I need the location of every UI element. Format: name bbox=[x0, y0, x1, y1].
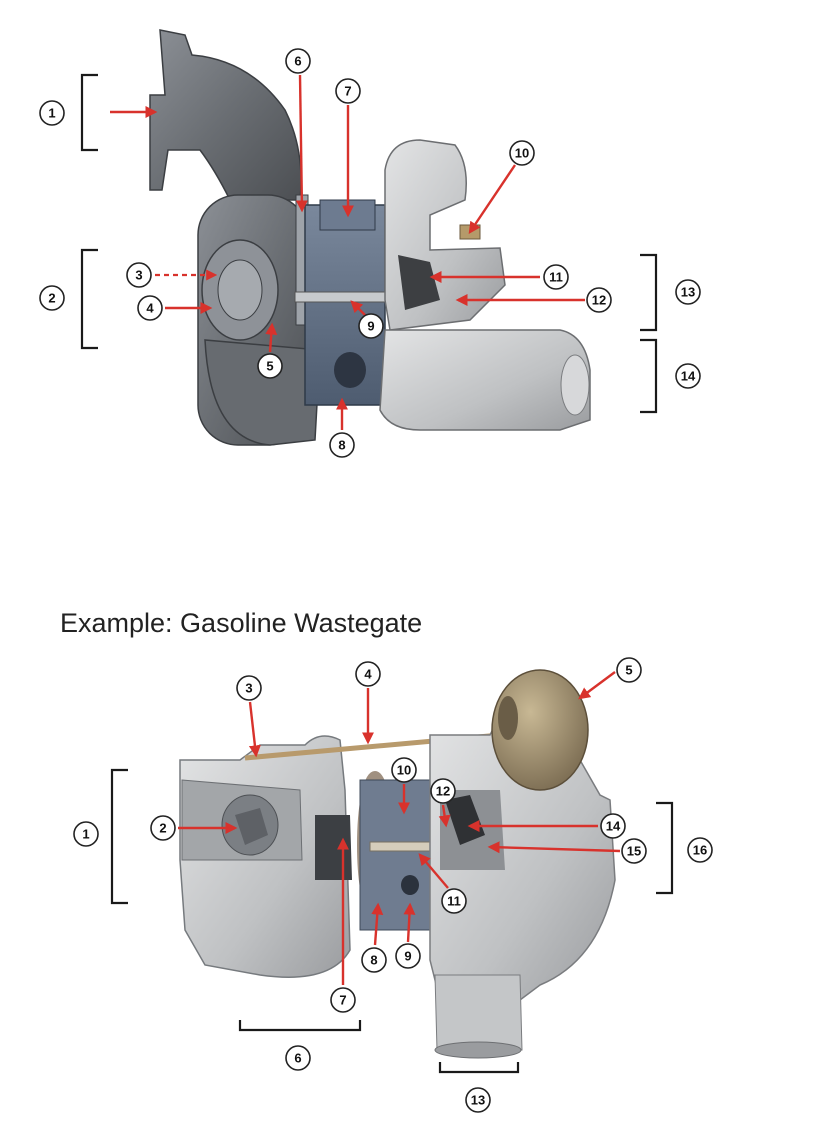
callout-top-7: 7 bbox=[335, 78, 361, 104]
svg-text:4: 4 bbox=[364, 667, 372, 682]
svg-text:12: 12 bbox=[436, 784, 450, 799]
callout-bottom-2: 2 bbox=[150, 815, 176, 841]
callout-bottom-12: 12 bbox=[430, 778, 456, 804]
svg-text:11: 11 bbox=[447, 894, 461, 909]
callout-top-5: 5 bbox=[257, 353, 283, 379]
svg-text:9: 9 bbox=[367, 319, 374, 334]
callout-bottom-7: 7 bbox=[330, 987, 356, 1013]
svg-text:5: 5 bbox=[625, 663, 632, 678]
callout-bottom-15: 15 bbox=[621, 838, 647, 864]
arrow-5-bottom bbox=[578, 671, 616, 700]
bottom-arrows bbox=[178, 671, 621, 985]
bracket-14-top bbox=[640, 338, 658, 414]
top-callouts: 1 2 3 4 5 6 7 8 9 10 11 12 13 14 bbox=[39, 48, 701, 458]
bracket-13-bottom bbox=[438, 1062, 520, 1074]
svg-text:13: 13 bbox=[471, 1093, 485, 1108]
svg-text:2: 2 bbox=[159, 821, 166, 836]
svg-text:2: 2 bbox=[48, 291, 55, 306]
arrow-11-bottom bbox=[418, 853, 449, 889]
arrow-10 bbox=[468, 164, 516, 234]
bracket-6-bottom bbox=[238, 1020, 362, 1032]
svg-text:6: 6 bbox=[294, 1051, 301, 1066]
svg-text:8: 8 bbox=[370, 953, 377, 968]
svg-text:7: 7 bbox=[344, 84, 351, 99]
svg-text:5: 5 bbox=[266, 359, 273, 374]
svg-text:10: 10 bbox=[515, 146, 529, 161]
callout-bottom-6: 6 bbox=[285, 1045, 311, 1071]
callout-top-10: 10 bbox=[509, 140, 535, 166]
bottom-diagram-title: Example: Gasoline Wastegate bbox=[60, 608, 422, 638]
svg-text:11: 11 bbox=[549, 270, 563, 285]
svg-text:1: 1 bbox=[82, 827, 89, 842]
bracket-13-top bbox=[640, 253, 658, 332]
bracket-2-top bbox=[80, 248, 98, 350]
arrow-6 bbox=[295, 74, 308, 213]
svg-text:7: 7 bbox=[339, 993, 346, 1008]
bracket-1-bottom bbox=[110, 768, 128, 905]
callout-top-9: 9 bbox=[358, 313, 384, 339]
arrow-3-bottom bbox=[248, 701, 261, 758]
callout-top-8: 8 bbox=[329, 432, 355, 458]
callout-top-3: 3 bbox=[126, 262, 152, 288]
svg-text:9: 9 bbox=[404, 949, 411, 964]
callout-top-14: 14 bbox=[675, 363, 701, 389]
svg-text:3: 3 bbox=[245, 681, 252, 696]
callout-top-13: 13 bbox=[675, 279, 701, 305]
callout-bottom-11: 11 bbox=[441, 888, 467, 914]
callout-bottom-1: 1 bbox=[73, 821, 99, 847]
arrow-9-bottom bbox=[403, 902, 416, 943]
callout-top-2: 2 bbox=[39, 285, 65, 311]
callout-top-12: 12 bbox=[586, 287, 612, 313]
svg-text:4: 4 bbox=[146, 301, 154, 316]
svg-text:3: 3 bbox=[135, 268, 142, 283]
svg-text:12: 12 bbox=[592, 293, 606, 308]
bottom-callouts: 1 2 3 4 5 6 7 8 9 10 11 12 13 14 15 16 bbox=[73, 657, 713, 1113]
arrow-5 bbox=[265, 322, 278, 353]
bracket-1-top bbox=[80, 73, 98, 152]
svg-text:14: 14 bbox=[606, 819, 621, 834]
bottom-brackets bbox=[110, 768, 674, 1074]
arrow-8-bottom bbox=[371, 902, 384, 946]
callout-top-11: 11 bbox=[543, 264, 569, 290]
svg-text:16: 16 bbox=[693, 843, 707, 858]
svg-text:14: 14 bbox=[681, 369, 696, 384]
top-arrows bbox=[110, 74, 585, 430]
callout-bottom-14: 14 bbox=[600, 813, 626, 839]
top-brackets bbox=[80, 73, 658, 414]
svg-text:10: 10 bbox=[397, 763, 411, 778]
callout-bottom-13: 13 bbox=[465, 1087, 491, 1113]
svg-text:13: 13 bbox=[681, 285, 695, 300]
callout-bottom-3: 3 bbox=[236, 675, 262, 701]
svg-text:6: 6 bbox=[294, 54, 301, 69]
callout-bottom-16: 16 bbox=[687, 837, 713, 863]
svg-text:15: 15 bbox=[627, 844, 641, 859]
callout-bottom-5: 5 bbox=[616, 657, 642, 683]
callout-top-1: 1 bbox=[39, 100, 65, 126]
callout-bottom-9: 9 bbox=[395, 943, 421, 969]
top-turbo-illustration bbox=[149, 29, 591, 446]
bracket-16-bottom bbox=[656, 801, 674, 895]
callout-top-4: 4 bbox=[137, 295, 163, 321]
arrow-15-bottom bbox=[487, 841, 621, 854]
callout-bottom-10: 10 bbox=[391, 757, 417, 783]
svg-text:8: 8 bbox=[338, 438, 345, 453]
svg-text:1: 1 bbox=[48, 106, 55, 121]
callout-top-6: 6 bbox=[285, 48, 311, 74]
callout-bottom-4: 4 bbox=[355, 661, 381, 687]
bottom-turbo-illustration bbox=[179, 669, 616, 1059]
arrow-12-bottom bbox=[438, 804, 451, 828]
callout-bottom-8: 8 bbox=[361, 947, 387, 973]
arrow-9 bbox=[350, 300, 366, 316]
